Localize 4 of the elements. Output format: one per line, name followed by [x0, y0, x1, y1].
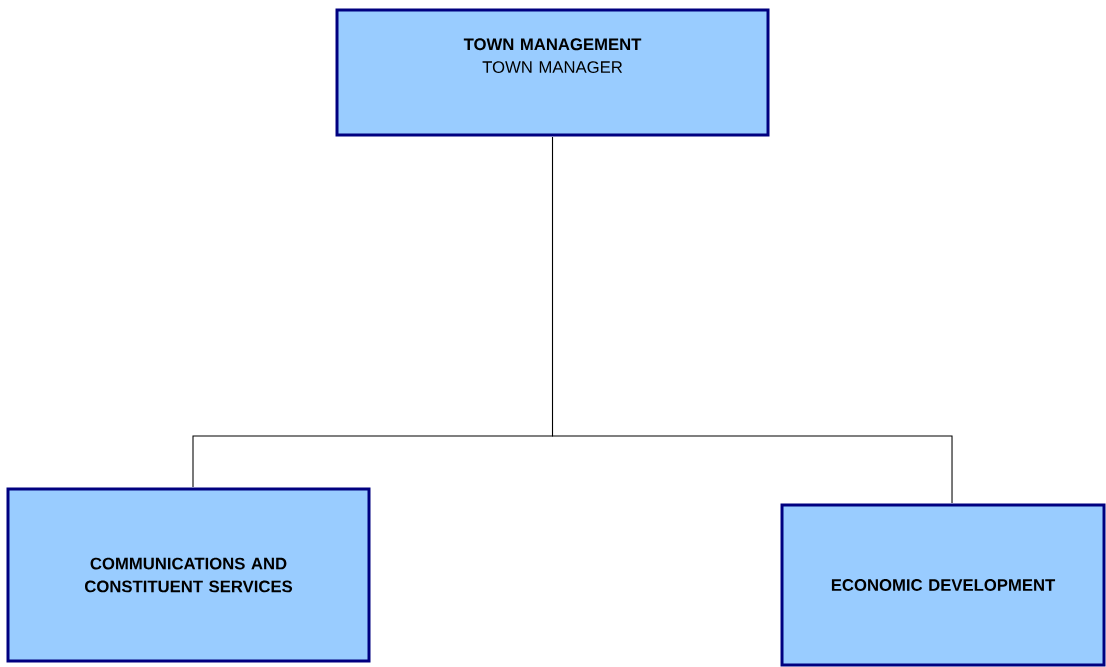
- org-box: TOWN MANAGEMENT TOWN MANAGER: [335, 8, 770, 137]
- org-box: COMMUNICATIONS AND CONSTITUENT SERVICES: [6, 487, 371, 663]
- connector-line: [552, 136, 953, 504]
- org-box: ECONOMIC DEVELOPMENT: [780, 503, 1106, 667]
